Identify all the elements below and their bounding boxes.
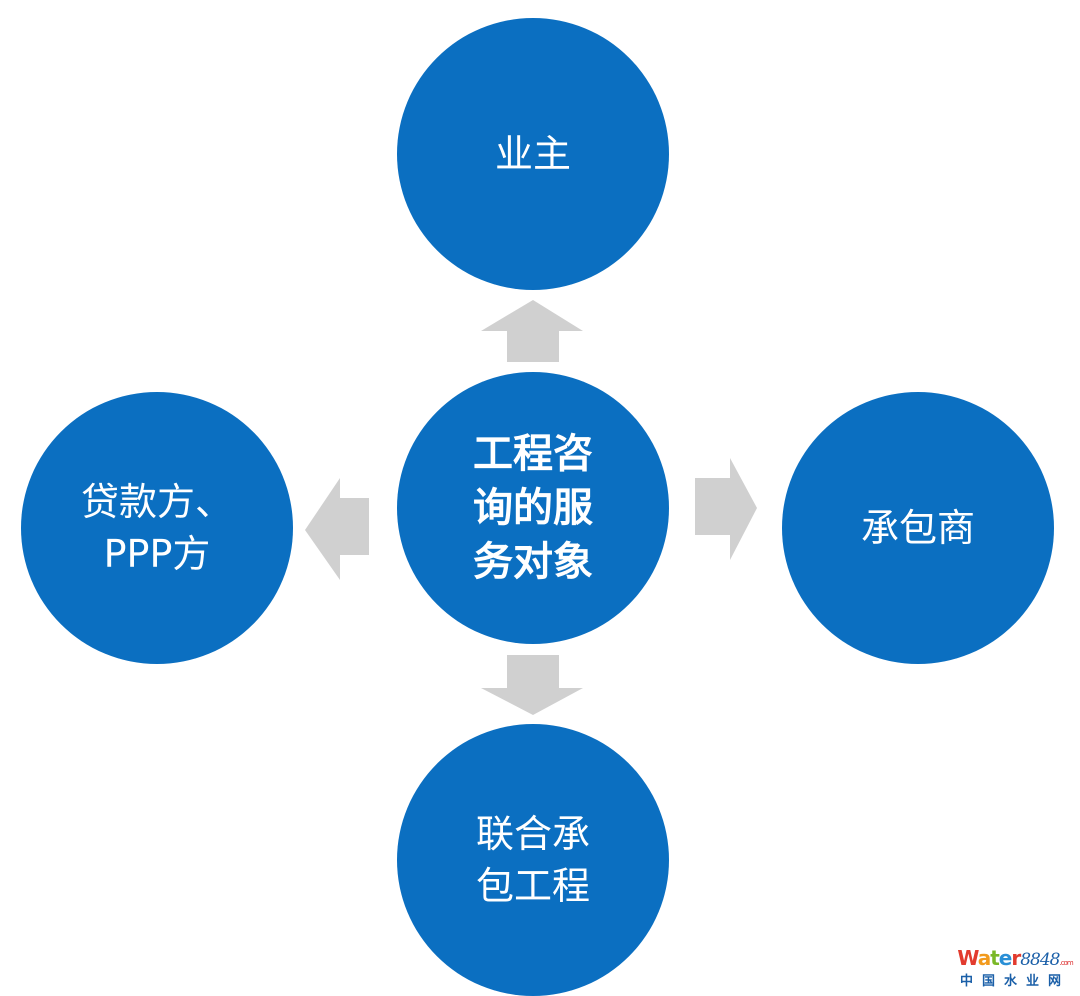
node-joint-label: 联合承 bbox=[475, 812, 590, 856]
node-owner: 业主 bbox=[397, 18, 669, 290]
center-label-line: 工程咨 bbox=[473, 431, 593, 477]
center-node: 工程咨 询的服 务对象 bbox=[397, 372, 669, 644]
arrow-left bbox=[305, 478, 369, 580]
node-owner-label: 业主 bbox=[494, 132, 571, 176]
wm-t: t bbox=[990, 946, 1000, 970]
node-joint-contracting: 联合承 包工程 bbox=[397, 724, 669, 996]
node-lender-label: 贷款方、 bbox=[80, 480, 233, 524]
wm-r: r bbox=[1011, 946, 1021, 970]
watermark-logo: Water8848.com 中国水业网 bbox=[950, 948, 1080, 991]
node-joint-label: 包工程 bbox=[475, 864, 590, 908]
wm-a: a bbox=[977, 946, 991, 970]
wm-num: 8848 bbox=[1020, 950, 1060, 970]
arrow-up bbox=[481, 300, 583, 362]
node-lender-label: PPP方 bbox=[103, 532, 211, 576]
wm-w: W bbox=[957, 946, 978, 970]
center-label-line: 务对象 bbox=[473, 539, 593, 585]
node-lender: 贷款方、 PPP方 bbox=[21, 392, 293, 664]
watermark-subtitle: 中国水业网 bbox=[959, 974, 1070, 989]
wm-tld: .com bbox=[1059, 959, 1073, 967]
arrow-down bbox=[481, 655, 583, 715]
node-contractor: 承包商 bbox=[782, 392, 1054, 664]
arrow-right bbox=[695, 458, 757, 560]
wm-e: e bbox=[998, 946, 1013, 970]
node-contractor-label: 承包商 bbox=[860, 506, 975, 550]
center-label-line: 询的服 bbox=[473, 485, 593, 531]
